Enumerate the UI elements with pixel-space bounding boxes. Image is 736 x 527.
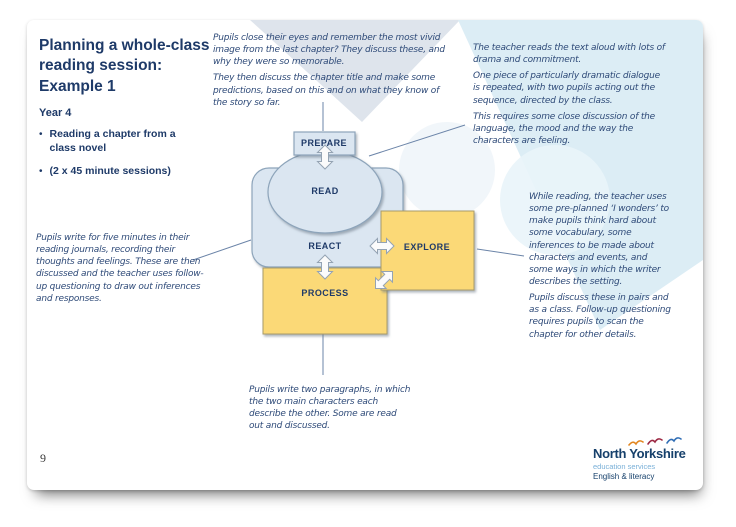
logo-name: North Yorkshire: [593, 446, 686, 461]
connector-read-note: [368, 124, 466, 157]
title-block: Planning a whole-class reading session: …: [39, 36, 227, 178]
node-label-react: REACT: [308, 241, 342, 251]
connector-react-note: [192, 239, 252, 261]
logo-birds-icon: [628, 437, 682, 446]
note-paragraph: One piece of particularly dramatic dialo…: [473, 71, 660, 106]
note-process: Pupils write two paragraphs, in which th…: [249, 384, 411, 437]
node-label-process: PROCESS: [301, 288, 349, 298]
bullet-text: Reading a chapter from a class novel: [49, 128, 176, 154]
note-paragraph: Pupils write two paragraphs, in which th…: [249, 385, 411, 432]
node-label-prepare: PREPARE: [301, 138, 347, 148]
logo-tagline: education services: [593, 462, 656, 471]
bullet-text: (2 x 45 minute sessions): [49, 164, 171, 177]
note-read: The teacher reads the text aloud with lo…: [473, 42, 665, 151]
node-label-read: READ: [311, 186, 339, 196]
note-paragraph: They then discuss the chapter title and …: [213, 73, 440, 108]
north-yorkshire-logo: North Yorkshire education services Engli…: [593, 436, 703, 481]
explore-box-shape: [380, 210, 475, 291]
page-title: Planning a whole-class reading session: …: [39, 37, 210, 95]
bullet-icon: •: [39, 129, 43, 141]
bullet-item: • Reading a chapter from a class novel: [39, 128, 227, 155]
logo-department: English & literacy: [593, 472, 655, 481]
note-prepare: Pupils close their eyes and remember the…: [213, 32, 450, 113]
note-react: Pupils write for five minutes in their r…: [36, 232, 208, 309]
bullet-item: • (2 x 45 minute sessions): [39, 165, 227, 179]
note-explore: While reading, the teacher uses some pre…: [529, 191, 672, 345]
page-number: 9: [40, 451, 46, 465]
document-page: Planning a whole-class reading session: …: [27, 20, 703, 490]
note-paragraph: The teacher reads the text aloud with lo…: [473, 43, 665, 66]
note-paragraph: Pupils write for five minutes in their r…: [36, 233, 204, 304]
background-circle-small: [399, 122, 495, 218]
background-grey-chevron: [250, 20, 460, 122]
connector-explore-note: [476, 248, 525, 257]
note-paragraph: Pupils close their eyes and remember the…: [213, 33, 445, 68]
note-paragraph: Pupils discuss these in pairs and as a c…: [529, 293, 671, 340]
node-label-explore: EXPLORE: [403, 242, 451, 252]
year-label: Year 4: [39, 107, 72, 120]
note-paragraph: This requires some close discussion of t…: [473, 111, 656, 146]
note-paragraph: While reading, the teacher uses some pre…: [529, 192, 669, 287]
background-decoration: [250, 20, 703, 330]
reading-cycle-diagram: [192, 102, 525, 375]
background-circle-large: [500, 145, 610, 255]
bullet-icon: •: [39, 165, 43, 177]
connector-lines: [192, 102, 525, 375]
